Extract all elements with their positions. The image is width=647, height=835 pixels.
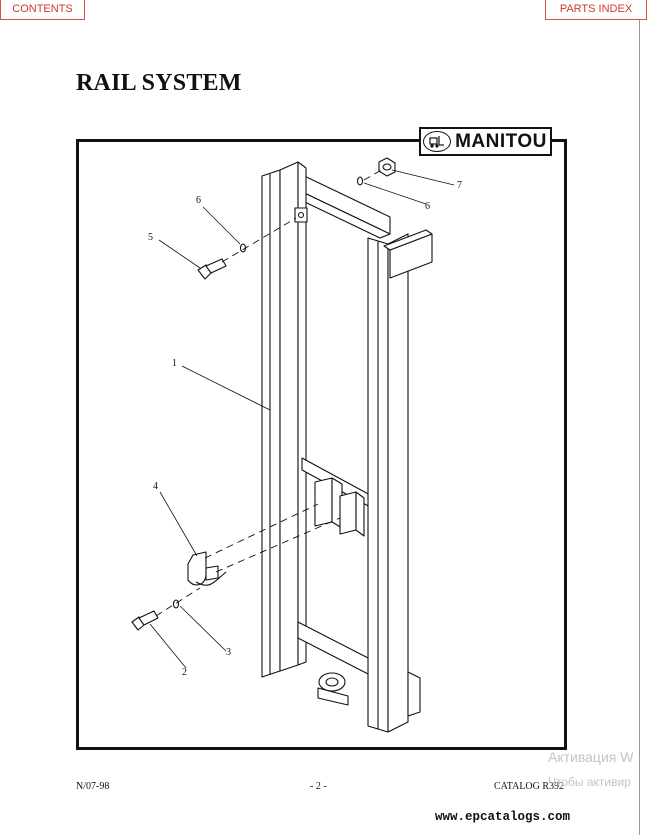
right-rail-side <box>387 233 409 733</box>
washer-6-right <box>356 176 364 186</box>
activation-watermark-line2: Чтобы активир <box>548 775 631 789</box>
bolt-5 <box>197 258 227 280</box>
page-title: RAIL SYSTEM <box>76 70 242 96</box>
washer-3 <box>172 599 180 609</box>
activation-watermark-line1: Активация W <box>548 749 634 765</box>
carriage-block-left <box>314 477 333 527</box>
footer-date: N/07-98 <box>76 781 110 792</box>
contents-button[interactable]: CONTENTS <box>0 0 85 20</box>
bolt-2 <box>131 610 159 631</box>
forklift-icon <box>423 131 452 152</box>
carriage-block-right <box>339 491 357 535</box>
left-rail-inner <box>297 161 307 666</box>
left-rail-front <box>261 169 281 678</box>
callout-2: 2 <box>182 667 187 678</box>
logo-text: MANITOU <box>455 130 547 152</box>
callout-7: 7 <box>457 180 462 191</box>
manitou-logo: MANITOU <box>419 125 552 158</box>
drawing-frame <box>76 139 567 750</box>
left-rail-side <box>279 161 299 672</box>
callout-4: 4 <box>153 481 158 492</box>
page-edge <box>639 0 640 835</box>
bracket-4 <box>187 551 227 586</box>
callout-6-right: 6 <box>425 201 430 212</box>
parts-index-button[interactable]: PARTS INDEX <box>545 0 647 20</box>
site-url[interactable]: www.epcatalogs.com <box>435 810 571 824</box>
callout-1: 1 <box>172 358 177 369</box>
footer-page-number: - 2 - <box>310 781 327 792</box>
callout-5: 5 <box>148 232 153 243</box>
footer-catalog: CATALOG R392 <box>494 781 565 792</box>
bottom-foot <box>407 671 421 717</box>
callout-6-left: 6 <box>196 195 201 206</box>
lower-crossbar <box>297 621 373 677</box>
callout-3: 3 <box>226 647 231 658</box>
